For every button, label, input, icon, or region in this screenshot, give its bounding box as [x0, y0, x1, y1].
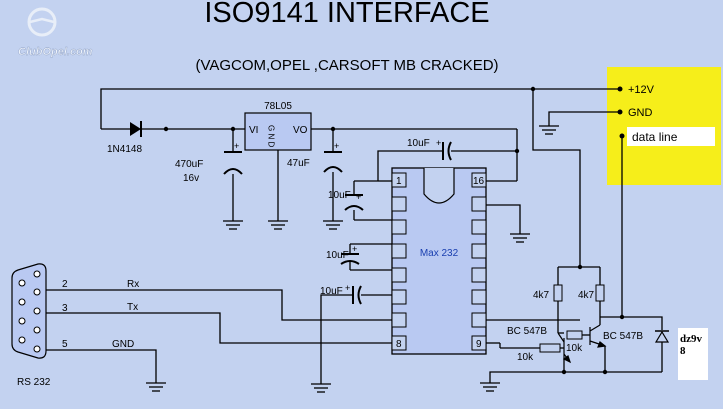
ground-icon — [223, 220, 243, 230]
capacitor-10uf-b: + — [340, 244, 360, 265]
capacitor-470uf: + — [223, 141, 243, 175]
max232-ic — [391, 167, 487, 355]
clubopel-logo — [27, 7, 57, 37]
regulator-vi: VI — [249, 125, 258, 136]
zener-diode — [654, 330, 670, 343]
data-line-box — [627, 127, 715, 146]
resistor-10k-b — [566, 330, 583, 340]
ground-icon — [268, 220, 288, 230]
svg-text:+: + — [334, 141, 339, 151]
resistor-4k7-a — [553, 284, 563, 302]
regulator-gnd: G N D — [267, 125, 276, 147]
connector-gnd: GND — [628, 107, 653, 119]
r1-label: 4k7 — [533, 290, 550, 301]
ic-name: Max 232 — [420, 248, 459, 259]
page-title: ISO9141 INTERFACE — [204, 0, 489, 29]
db9-connector — [11, 263, 47, 359]
capacitor-10uf-c: + — [345, 283, 362, 305]
r3-label: 10k — [517, 352, 534, 363]
cap-470-label: 470uF — [175, 159, 203, 170]
connector-data-line: data line — [632, 130, 678, 144]
zener-label-box — [678, 328, 708, 380]
ground-icon — [539, 125, 559, 135]
ground-icon — [311, 383, 331, 393]
resistor-10k-a — [539, 343, 561, 353]
wires — [38, 88, 663, 384]
ic-pin1: 1 — [396, 176, 402, 187]
rs232-pin2: 2 — [62, 279, 68, 290]
ground-icon — [510, 233, 530, 243]
cap-470-voltage: 16v — [183, 173, 199, 184]
svg-text:+: + — [345, 283, 350, 293]
rs232-gnd-label: GND — [112, 339, 134, 350]
svg-text:+: + — [234, 141, 239, 151]
diode-label: 1N4148 — [107, 144, 142, 155]
svg-text:+: + — [352, 244, 357, 254]
capacitor-10uf-top: + — [436, 138, 452, 161]
page-subtitle: (VAGCOM,OPEL ,CARSOFT MB CRACKED) — [195, 57, 498, 74]
capacitor-47uf: + — [323, 141, 343, 173]
regulator-vo: VO — [293, 125, 308, 136]
r2-label: 4k7 — [578, 290, 595, 301]
cap-47-label: 47uF — [287, 158, 310, 169]
connector-panel — [607, 67, 721, 185]
ground-icon — [323, 220, 343, 230]
terminal-dots — [617, 86, 625, 139]
cap-10-top-label: 10uF — [407, 138, 430, 149]
tx-label: Tx — [127, 302, 138, 313]
q2-label: BC 547B — [603, 331, 643, 342]
ground-icon — [480, 382, 500, 392]
regulator-name: 78L05 — [264, 101, 292, 112]
resistor-4k7-b — [595, 284, 605, 302]
capacitor-10uf-a: + — [344, 192, 364, 211]
ic-pin16: 16 — [473, 176, 485, 187]
transistor-q1 — [557, 332, 572, 364]
ic-pin8: 8 — [396, 339, 402, 350]
ic-pin9: 9 — [476, 339, 482, 350]
transistor-q2 — [589, 324, 607, 348]
zener-label-2: 8 — [680, 345, 686, 357]
r4-label: 10k — [566, 343, 583, 354]
svg-text:+: + — [436, 138, 441, 148]
rs232-label: RS 232 — [17, 377, 51, 388]
connector-12v: +12V — [628, 84, 655, 96]
diode-1n4148 — [130, 121, 142, 137]
watermark-text: ClubOpel.com — [18, 46, 93, 58]
rs232-pin5: 5 — [62, 339, 68, 350]
ground-icon — [146, 382, 166, 392]
regulator-78l05 — [244, 112, 312, 151]
cap-10-c-label: 10uF — [320, 286, 343, 297]
cap-10-b-label: 10uF — [326, 250, 349, 261]
q1-label: BC 547B — [507, 326, 547, 337]
svg-text:+: + — [356, 192, 361, 202]
cap-10-a-label: 10uF — [328, 190, 351, 201]
rs232-pin3: 3 — [62, 303, 68, 314]
junctions — [163, 86, 625, 375]
zener-label-1: dz9v — [680, 333, 703, 345]
rx-label: Rx — [127, 279, 139, 290]
